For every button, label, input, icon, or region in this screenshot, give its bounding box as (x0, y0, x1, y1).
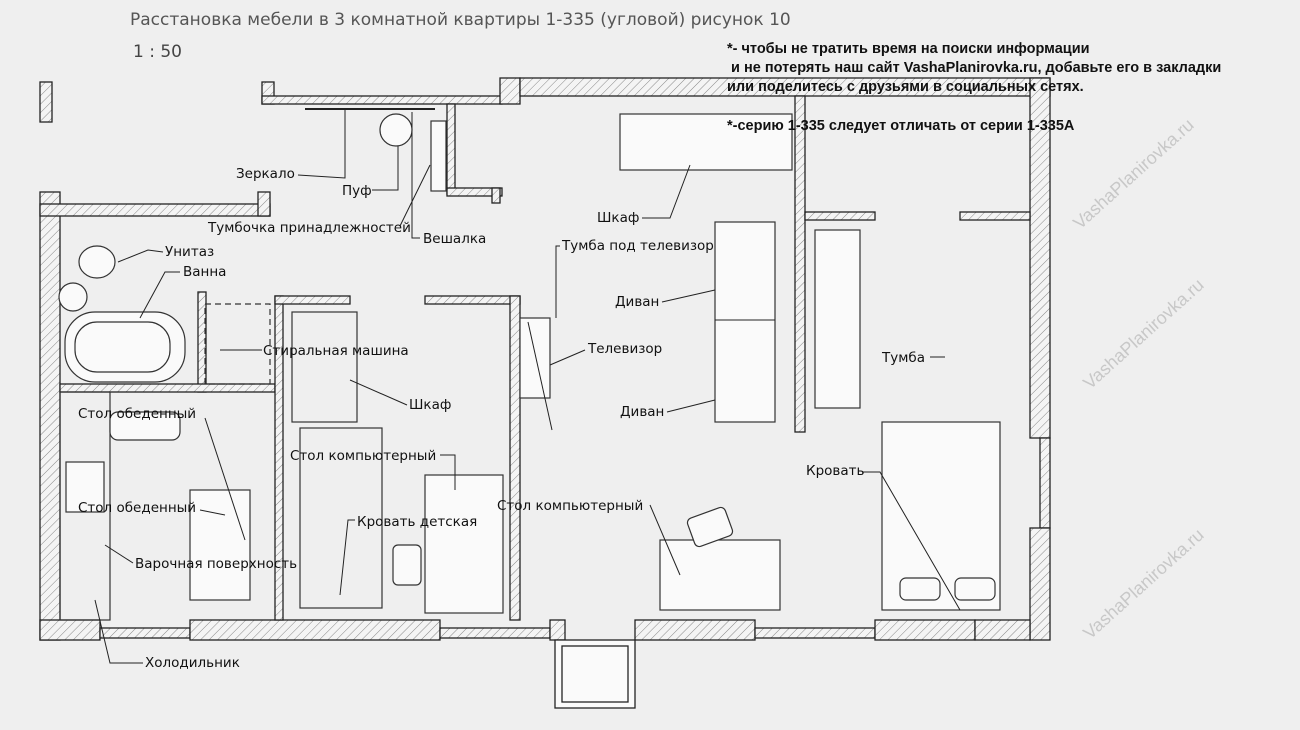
toilet (78, 245, 116, 279)
label-bathtub: Ванна (183, 264, 226, 280)
watermarks: VashaPlanirovka.ru VashaPlanirovka.ru Va… (1069, 115, 1207, 643)
pouf (379, 113, 413, 147)
note-line-2: и не потерять наш сайт VashaPlanirovka.r… (727, 60, 1222, 76)
label-computer-desk-2: Стол компьютерный (497, 498, 643, 514)
label-kids-bed: Кровать детская (357, 514, 477, 530)
kitchen-counter (59, 391, 111, 621)
walls (39, 77, 1051, 709)
computer-desk-1 (299, 427, 383, 609)
label-dining-table-1: Стол обеденный (78, 406, 196, 422)
label-tv: Телевизор (587, 341, 662, 357)
label-wardrobe-small: Шкаф (409, 397, 451, 413)
sofa-1 (714, 221, 776, 423)
label-mirror: Зеркало (236, 166, 295, 182)
note-line-3: или поделитесь с друзьями в социальных с… (727, 79, 1084, 95)
label-sofa-2: Диван (620, 404, 664, 420)
label-wardrobe-living: Шкаф (597, 210, 639, 226)
hanger (430, 120, 447, 192)
tv-stand (519, 317, 551, 399)
note-line-1: *- чтобы не тратить время на поиски инфо… (727, 41, 1090, 57)
label-pouf: Пуф (342, 183, 372, 199)
label-toilet: Унитаз (165, 244, 214, 260)
dining-table (189, 489, 251, 601)
wardrobe-small (291, 311, 358, 423)
hob (65, 461, 105, 513)
label-bed: Кровать (806, 463, 865, 479)
furniture (58, 108, 1001, 621)
label-hanger: Вешалка (423, 231, 486, 247)
furniture-labels: Зеркало Пуф Тумбочка принадлежностей Веш… (78, 166, 925, 671)
scale-label: 1 : 50 (133, 42, 182, 62)
watermark: VashaPlanirovka.ru (1079, 525, 1207, 643)
label-hob: Варочная поверхность (135, 556, 297, 572)
nightstand (814, 229, 861, 409)
watermark: VashaPlanirovka.ru (1069, 115, 1197, 233)
wardrobe-living (619, 113, 793, 171)
leader-lines (94, 110, 961, 664)
label-dining-table-2: Стол обеденный (78, 500, 196, 516)
label-sofa-1: Диван (615, 294, 659, 310)
label-nightstand: Тумба (881, 350, 925, 366)
watermark: VashaPlanirovka.ru (1079, 275, 1207, 393)
sink (58, 282, 88, 312)
computer-desk-2 (659, 539, 781, 611)
kids-bed (424, 474, 504, 614)
washing-machine (204, 303, 271, 385)
label-tv-stand: Тумба под телевизор (561, 238, 714, 254)
label-computer-desk-1: Стол компьютерный (290, 448, 436, 464)
label-washing-machine: Стиральная машина (263, 343, 409, 359)
label-fridge: Холодильник (145, 655, 240, 671)
page-title: Расстановка мебели в 3 комнатной квартир… (130, 10, 791, 30)
note-series: *-серию 1-335 следует отличать от серии … (727, 118, 1075, 134)
label-accessories-stand: Тумбочка принадлежностей (207, 220, 411, 236)
